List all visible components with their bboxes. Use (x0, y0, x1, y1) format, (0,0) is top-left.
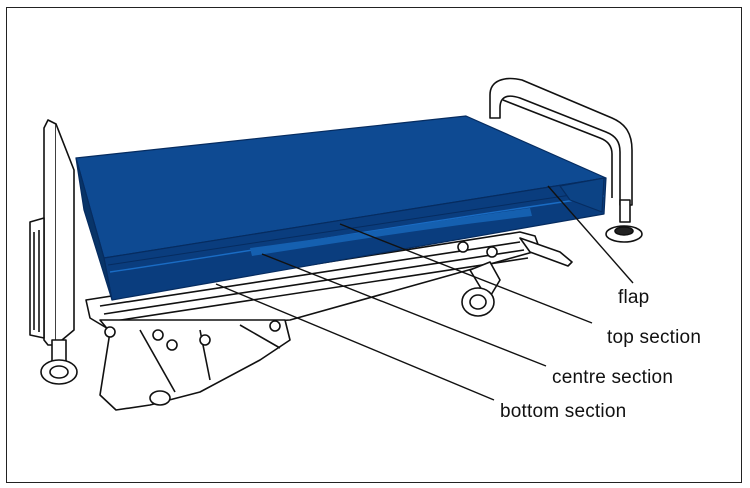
headboard (489, 77, 643, 243)
label-bottom-section: bottom section (500, 401, 627, 422)
label-top-section: top section (607, 327, 702, 348)
mattress (75, 115, 607, 301)
label-centre-section: centre section (552, 367, 674, 388)
leader-bottom-section (215, 283, 495, 401)
leader-centre-section (261, 253, 547, 367)
label-flap: flap (618, 287, 650, 308)
bed-frame (85, 231, 573, 411)
footboard (29, 119, 78, 385)
leader-top-section (339, 223, 593, 324)
mattress-foot-end (75, 157, 113, 301)
leader-flap (547, 185, 634, 284)
leader-lines (215, 185, 634, 401)
